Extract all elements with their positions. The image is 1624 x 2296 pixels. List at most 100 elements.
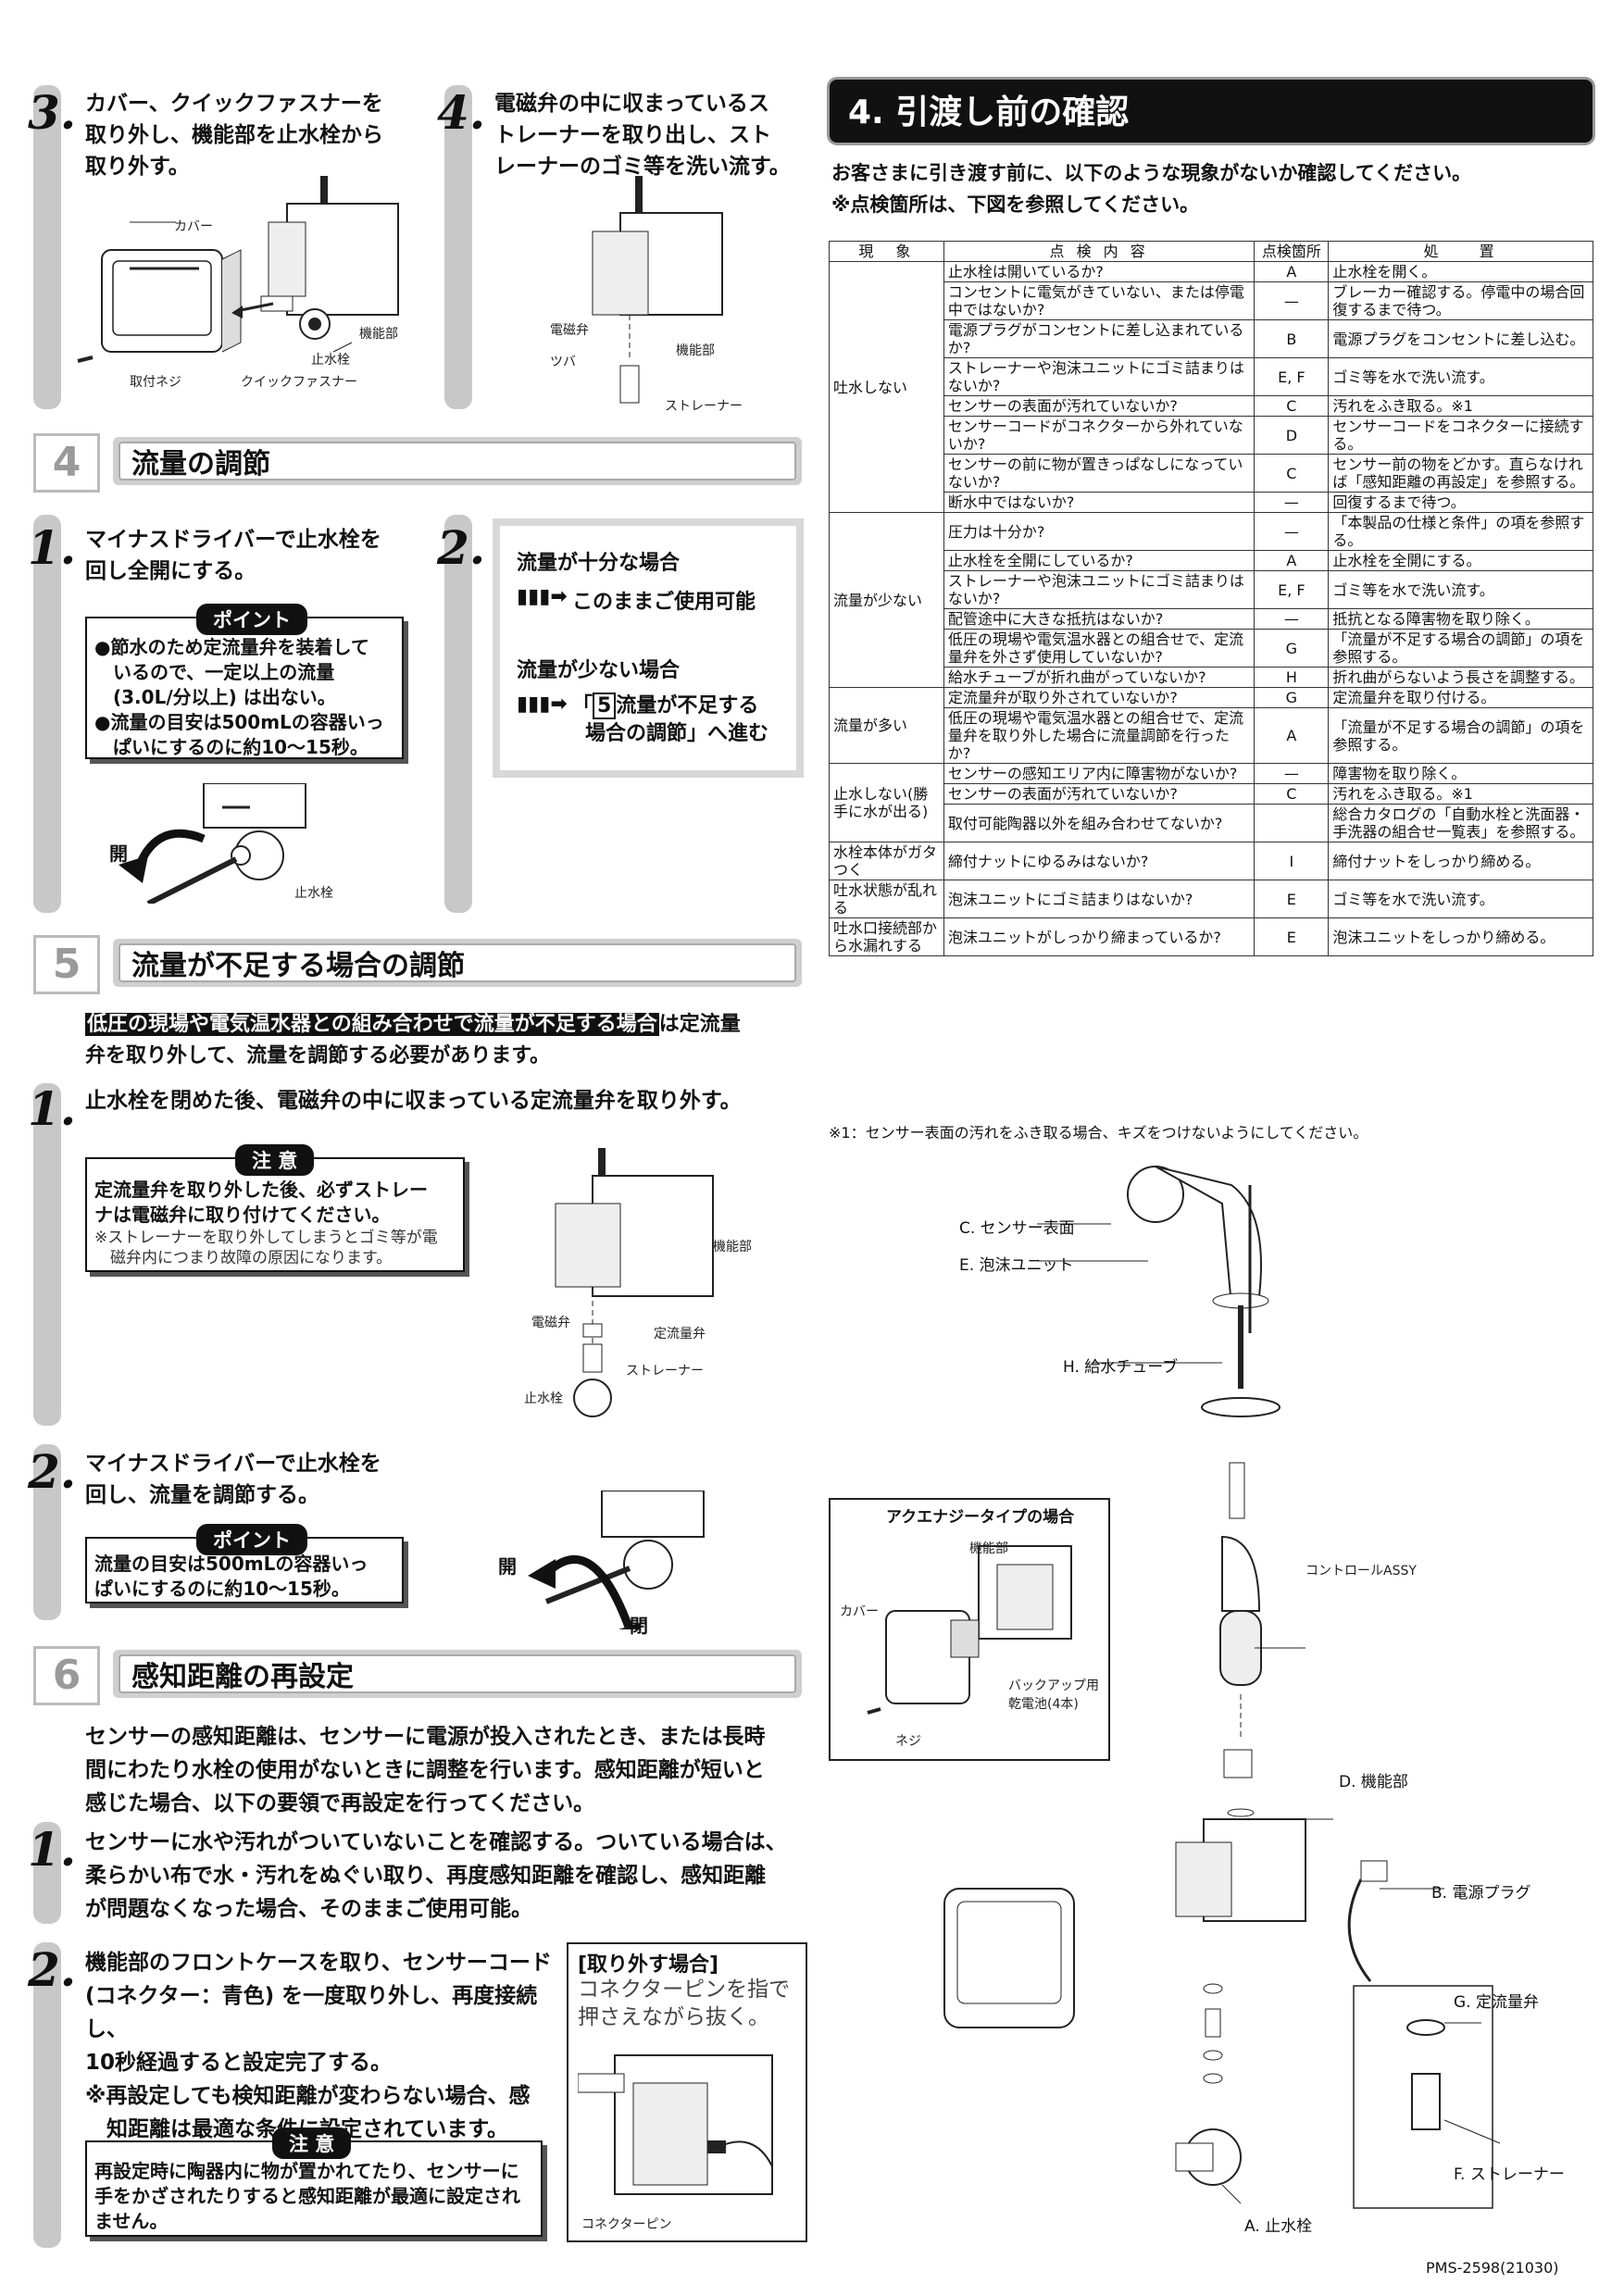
section-title: 感知距離の再設定 [131,1661,354,1693]
location-cell: C [1254,395,1330,417]
point-box: ポイント ●節水のため定流量弁を装着して いるので、一定以上の流量 (3.0L/… [85,604,404,759]
phenomenon-cell: 吐水口接続部から水漏れする [829,917,944,956]
label-solenoid: 電磁弁 [550,323,589,338]
caution-text: 再設定時に陶器内に物が置かれてたり、センサーに手をかざされたりすると感知距離が最… [94,2160,520,2232]
unit-removal-illustration [77,176,399,363]
location-cell: G [1254,629,1330,668]
step-number: 1. [28,1822,77,1877]
step-side-bar [444,515,472,913]
col-header: 点検箇所 [1254,241,1330,262]
inset-unit-label: 機能部 [969,1541,1008,1556]
table-row: 流量が少ない圧力は十分か?—「本製品の仕様と条件」の項を参照する。 [829,512,1593,688]
step-side-bar [33,1822,61,1924]
open-label: 開 [109,842,128,865]
action-cell: ゴミ等を水で洗い流す。 [1328,880,1593,918]
inset-battery-label: バックアップ用乾電池(4本) [1008,1678,1099,1712]
location-cell: — [1254,608,1330,630]
label-strainer: ストレーナー [665,399,743,414]
phenomenon-cell: 流量が少ない [829,512,944,688]
action-cell: ブレーカー確認する。停電中の場合回復するまで待つ。 [1328,281,1593,320]
phenomenon-cell: 水栓本体がガタつく [829,842,944,880]
close-label: 閉 [630,1615,648,1637]
case-insufficient: 流量が少ない場合 [517,659,681,682]
table-row: 断水中ではないか?—回復するまで待つ。 [830,492,1593,513]
action-cell: 折れ曲がらないよう長さを調整する。 [1328,667,1593,688]
section-title: 流量の調節 [131,448,270,480]
label-unit: 機能部 [676,343,715,358]
check-item-cell: 止水栓を全開にしているか? [943,550,1255,571]
check-item-cell: 給水チューブが折れ曲がっていないか? [943,667,1255,688]
step-side-bar [33,1942,61,2248]
location-cell: I [1254,842,1330,880]
action-cell: 汚れをふき取る。※1 [1328,783,1593,805]
inset-cover-label: カバー [840,1604,879,1619]
check-item-cell: ストレーナーや泡沫ユニットにゴミ詰まりはないか? [943,357,1255,396]
step-text: カバー、クイックファスナーを取り外し、機能部を止水栓から取り外す。 [85,92,383,179]
label-power-plug: B. 電源プラグ [1431,1884,1531,1903]
step-number: 2. [437,520,486,575]
col-header: 処 置 [1328,241,1593,262]
col-header: 点 検 内 容 [943,241,1255,262]
check-table: 現 象 点 検 内 容 点検箇所 処 置 吐水しない止水栓は開いているか? A 止水… [829,241,1593,956]
step-number: 1. [28,1081,77,1136]
inset-title: アクエナジータイプの場合 [886,1508,1075,1527]
step-number: 1. [28,520,77,575]
label-flow-valve: G. 定流量弁 [1454,1993,1539,2012]
check-item-cell: 取付可能陶器以外を組み合わせてないか? [943,804,1255,842]
location-cell: D [1254,416,1330,455]
phenomenon-cell: 吐水しない [829,261,944,513]
step-number: 2. [28,1444,77,1499]
check-item-cell: 止水栓は開いているか? [943,261,1255,282]
valve-adjust-illustration [528,1491,705,1629]
table-row: 取付可能陶器以外を組み合わせてないか?総合カタログの「自動水栓と洗面器・手洗器の… [830,804,1593,842]
action-cell: 障害物を取り除く。 [1328,763,1593,784]
label-unit: 機能部 [713,1240,752,1254]
action-cell: ゴミ等を水で洗い流す。 [1328,357,1593,396]
inset-illustration [867,1545,1072,1715]
table-row: 配管途中に大きな抵抗はないか?—抵抗となる障害物を取り除く。 [830,608,1593,630]
removal-title: [取り外す場合] [578,1953,719,1977]
action-cell: 「本製品の仕様と条件」の項を参照する。 [1328,512,1593,551]
label-screw: 取付ネジ [130,375,181,390]
action-cell: センサーコードをコネクターに接続する。 [1328,416,1593,455]
section-header-4: 4 流量の調節 [33,433,802,493]
document-code: PMS-2598(21030) [1426,2259,1559,2277]
table-row: 低圧の現場や電気温水器との組合せで、定流量弁を取り外した場合に流量調節を行ったか… [830,707,1593,764]
location-cell: C [1254,783,1330,805]
action-cell: 止水栓を全開にする。 [1328,550,1593,571]
action-cell: 締付ナットをしっかり締める。 [1328,842,1593,880]
phenomenon-cell: 吐水状態が乱れる [829,880,944,918]
handover-intro: お客さまに引き渡す前に、以下のような現象がないか確認してください。※点検箇所は、… [831,162,1472,216]
check-item-cell: センサーの感知エリア内に障害物がないか? [943,763,1255,784]
section-header-handover: 4. 引渡し前の確認 [830,80,1593,143]
caution-box: 注 意 再設定時に陶器内に物が置かれてたり、センサーに手をかざされたりすると感知… [85,2128,543,2237]
step-text: マイナスドライバーで止水栓を回し、流量を調節する。 [85,1452,381,1507]
point-text: ●節水のため定流量弁を装着して いるので、一定以上の流量 (3.0L/分以上) … [94,636,384,758]
step-text: 機能部のフロントケースを取り、センサーコード(コネクター：青色) を一度取り外し… [85,1951,552,2141]
label-unit: 機能部 [359,327,398,342]
action-cell: 電源プラグをコンセントに差し込む。 [1328,319,1593,358]
step-text: 止水栓を閉めた後、電磁弁の中に収まっている定流量弁を取り外す。 [85,1089,742,1113]
location-cell: G [1254,687,1330,708]
location-cell: — [1254,492,1330,513]
location-cell: A [1254,707,1330,764]
removal-box: [取り外す場合] コネクターピンを指で押さえながら抜く。 コネクターピン [567,1942,807,2242]
section-header-5: 5 流量が不足する場合の調節 [33,935,802,994]
col-header: 現 象 [829,241,944,262]
table-row: 低圧の現場や電気温水器との組合せで、定流量弁を外さず使用していないか?G「流量が… [830,629,1593,668]
location-cell: C [1254,454,1330,493]
check-item-cell: 締付ナットにゆるみはないか? [943,842,1255,880]
check-item-cell: センサーの表面が汚れていないか? [943,395,1255,417]
caution-label: 注 意 [235,1144,315,1176]
section-intro: 低圧の現場や電気温水器との組み合わせで流量が不足する場合は定流量弁を取り外して、… [85,1013,741,1067]
label-solenoid: 電磁弁 [531,1316,570,1330]
strainer-illustration [592,176,723,404]
action-cell: 止水栓を開く。 [1328,261,1593,282]
check-item-cell: 定流量弁が取り外されていないか? [943,687,1255,708]
check-item-cell: 泡沫ユニットにゴミ詰まりはないか? [943,880,1255,918]
